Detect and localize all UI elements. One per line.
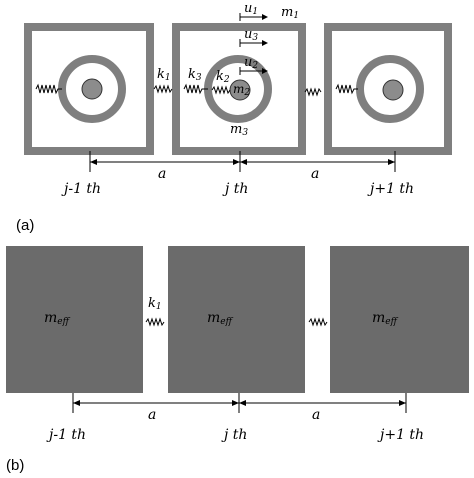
core-mass — [382, 79, 404, 101]
unit-cell-j-plus-1 — [324, 23, 452, 155]
cell-label-j-a: j th — [225, 181, 249, 197]
unit-cell-j-minus-1 — [24, 23, 154, 155]
arrowhead — [239, 400, 246, 406]
spring-left — [335, 83, 358, 95]
u2-label: u2 — [244, 55, 259, 71]
meff-label-j-minus-1: meff — [44, 310, 69, 327]
u3-arrow-head — [262, 40, 268, 46]
outer-frame — [324, 23, 452, 155]
effective-mass-block-j-minus-1 — [6, 246, 143, 393]
ring-mass — [356, 55, 424, 123]
cell-label-j-plus-1-b: j+1 th — [380, 427, 425, 443]
effective-mass-block-j — [168, 246, 305, 393]
outer-frame — [172, 23, 306, 155]
spring-k3 — [183, 83, 208, 95]
m2-label: m2 — [233, 82, 251, 98]
k2-label: k2 — [216, 69, 230, 85]
arrowhead — [90, 159, 97, 165]
unit-cell-j — [172, 13, 306, 155]
k1-label-b: k1 — [148, 296, 162, 312]
spring-right-a — [304, 87, 322, 97]
spacing-label-b-right: a — [312, 407, 321, 423]
spring-k1-b — [145, 317, 165, 327]
m1-label: m1 — [281, 5, 300, 21]
cell-label-j-minus-1-b: j-1 th — [49, 427, 87, 443]
spacing-label-b-left: a — [148, 407, 157, 423]
meff-label-j: meff — [207, 310, 232, 327]
m3-label: m3 — [230, 122, 249, 138]
k1-label-a: k1 — [157, 67, 171, 83]
outer-frame — [24, 23, 154, 155]
u1-label: u1 — [244, 1, 259, 17]
spring-k1-a — [153, 84, 173, 94]
spring-right-b — [308, 317, 328, 327]
u1-arrow-head — [262, 14, 268, 20]
effective-mass-block-j-plus-1 — [330, 246, 469, 393]
spacing-label-a-right: a — [311, 166, 320, 182]
core-mass — [81, 78, 103, 100]
arrowhead — [399, 400, 406, 406]
arrowhead — [233, 159, 240, 165]
u3-label: u3 — [244, 27, 259, 43]
panel-label-b: (b) — [6, 457, 25, 474]
arrowhead — [232, 400, 239, 406]
cell-label-j-plus-1-a: j+1 th — [370, 181, 415, 197]
spacing-label-a-left: a — [158, 166, 167, 182]
arrowhead — [73, 400, 80, 406]
spring-left — [35, 83, 62, 95]
spring-k2 — [211, 85, 231, 95]
k3-label: k3 — [188, 67, 202, 83]
cell-label-j-b: j th — [224, 427, 248, 443]
meff-label-j-plus-1: meff — [372, 310, 397, 327]
cell-label-j-minus-1-a: j-1 th — [64, 181, 102, 197]
arrowhead — [388, 159, 395, 165]
panel-label-a: (a) — [16, 217, 35, 234]
u2-arrow-head — [262, 68, 268, 74]
arrowhead — [240, 159, 247, 165]
